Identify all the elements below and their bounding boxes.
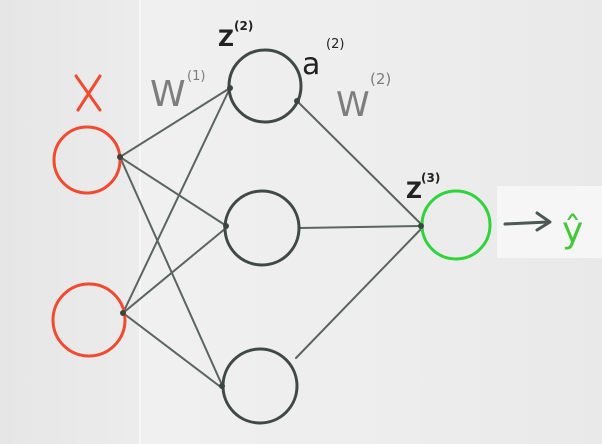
edge-h3-out — [295, 228, 422, 359]
edges-hidden-to-output — [295, 100, 422, 359]
hidden-node-1 — [227, 48, 303, 124]
input-node-1 — [52, 125, 122, 195]
edge-x2-h2 — [122, 227, 227, 314]
z3-label: Z — [406, 179, 422, 204]
edge-x1-h1 — [119, 87, 231, 158]
input-label-text: X — [87, 99, 88, 101]
w2-label: W — [336, 85, 370, 125]
edge-h2-out — [298, 225, 422, 229]
edge-x1-h2 — [119, 156, 226, 226]
input-label-x — [74, 74, 102, 112]
a2-superscript: (2) — [326, 37, 344, 52]
input-node-2 — [51, 282, 127, 358]
edge-h1-out — [296, 100, 422, 225]
z2-superscript: (2) — [234, 19, 253, 33]
a2-label: a — [302, 47, 320, 82]
w1-superscript: (1) — [187, 69, 205, 84]
output-node — [420, 189, 492, 261]
z3-superscript: (3) — [421, 171, 440, 185]
hidden-node-3 — [221, 347, 299, 425]
edge-x2-h3 — [122, 312, 223, 389]
edge-x1-h3 — [119, 156, 223, 386]
edge-junction-dots — [117, 85, 424, 389]
z2-label: Z — [218, 27, 234, 52]
edges-input-to-hidden — [119, 87, 231, 389]
w1-label: W — [150, 74, 186, 115]
yhat-label: ŷ — [562, 210, 583, 251]
hidden-node-2 — [223, 189, 301, 267]
arrow-right-icon — [503, 211, 552, 232]
edge-x2-h1 — [122, 87, 231, 314]
w2-superscript: (2) — [370, 70, 391, 88]
